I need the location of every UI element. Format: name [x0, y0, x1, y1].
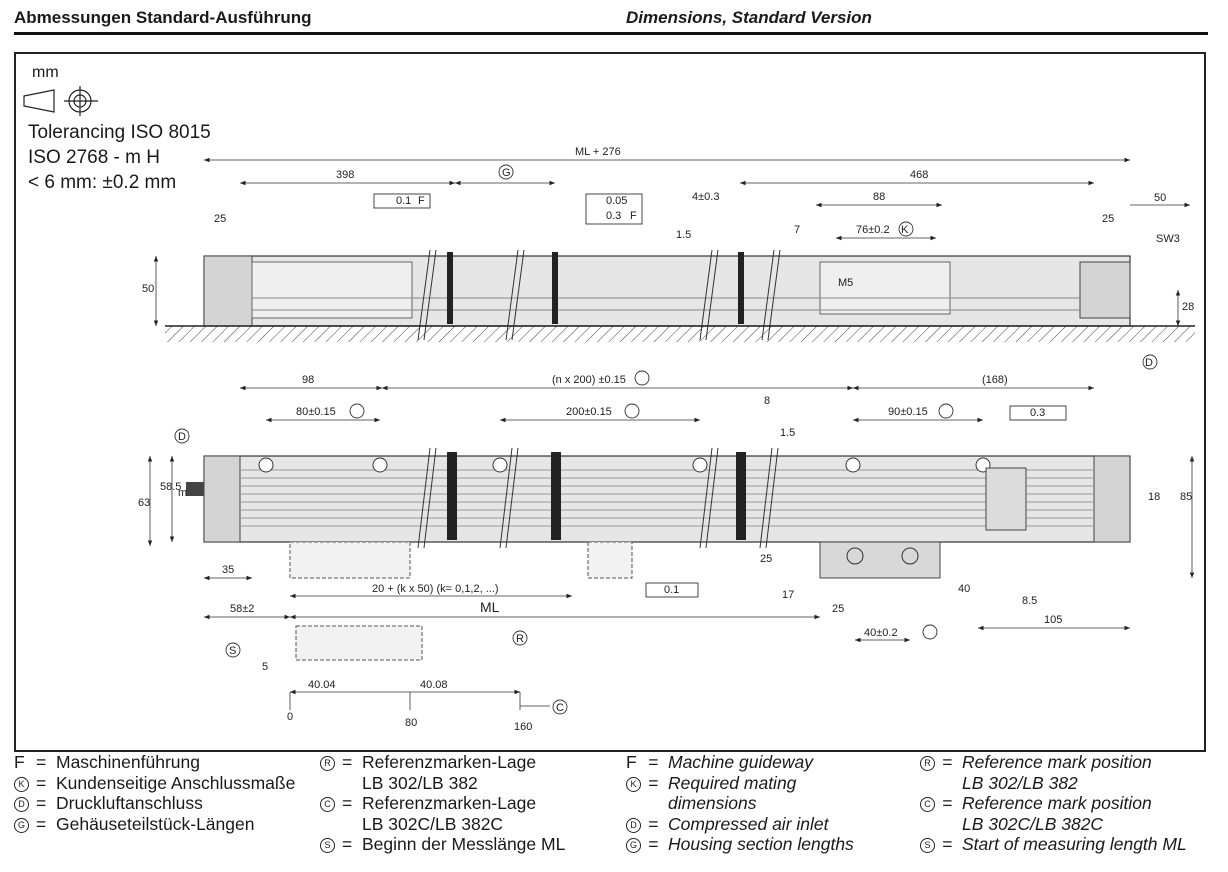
dim-25-left: 25 — [214, 213, 226, 225]
dim-35: 35 — [222, 564, 234, 576]
tick-160: 160 — [514, 721, 532, 733]
dim-25-right: 25 — [1102, 213, 1114, 225]
dim-50-right: 50 — [1154, 192, 1166, 204]
dim-1-5-a: 1.5 — [676, 229, 691, 241]
dim-n200: (n x 200) ±0.15 — [552, 374, 626, 386]
header-rule — [14, 32, 1208, 35]
header-title-en: Dimensions, Standard Version — [626, 8, 872, 27]
projection-symbol-icon — [23, 86, 98, 116]
dim-1-5-b: 1.5 — [780, 427, 795, 439]
dim-98: 98 — [302, 374, 314, 386]
dim-40-08: 40.08 — [420, 679, 448, 691]
tick-0: 0 — [287, 711, 293, 723]
side-view — [165, 249, 1195, 342]
dim-398: 398 — [336, 169, 354, 181]
tol-parallel-0-1: 0.1 — [396, 195, 411, 207]
dim-25-c: 25 — [760, 553, 772, 565]
mounting-block-right — [819, 261, 951, 315]
end-block-right — [1079, 261, 1131, 319]
tol-f-1: F — [418, 195, 425, 207]
drawing-frame — [14, 52, 1206, 752]
dim-40-0-2: 40±0.2 — [864, 627, 898, 639]
tol-parallel-0-3-b: 0.3 — [1030, 407, 1045, 419]
dim-88: 88 — [873, 191, 885, 203]
tol-parallel-0-1-b: 0.1 — [664, 584, 679, 596]
air-inlet-nozzle — [186, 482, 204, 496]
tol-parallel-0-3: 0.3 — [606, 210, 621, 222]
ref-c: C — [556, 702, 564, 714]
dim-ml-276: ML + 276 — [575, 146, 621, 158]
legend-en-2: R=Reference mark position LB 302/LB 382 … — [920, 752, 1187, 855]
dim-63: 63 — [138, 497, 150, 509]
dim-80: 80±0.15 — [296, 406, 336, 418]
tick-80: 80 — [405, 717, 417, 729]
housing-section-mark — [552, 252, 558, 324]
legend-de-2: R=Referenzmarken-Lage LB 302/LB 382 C=Re… — [320, 752, 565, 855]
housing-section-mark — [447, 252, 453, 324]
legend-en-1: F=Machine guideway K=Required mating dim… — [626, 752, 854, 854]
m-label: m — [178, 487, 187, 499]
unit-label: mm — [32, 64, 59, 81]
dim-58-5: 58.5 — [160, 481, 181, 493]
dim-5: 5 — [262, 661, 268, 673]
dim-200: 200±0.15 — [566, 406, 612, 418]
dim-90: 90±0.15 — [888, 406, 928, 418]
dim-20k: 20 + (k x 50) (k= 0,1,2, ...) — [372, 583, 499, 595]
dim-40: 40 — [958, 583, 970, 595]
dim-8: 8 — [764, 395, 770, 407]
tolerance-line-3: < 6 mm: ±0.2 mm — [28, 172, 177, 193]
machine-base-hatch — [165, 326, 1195, 342]
end-block-left — [203, 255, 253, 327]
dim-58: 58±2 — [230, 603, 254, 615]
m5-label: M5 — [838, 277, 853, 289]
air-inlet-plate — [985, 467, 1027, 531]
dim-8-5: 8.5 — [1022, 595, 1037, 607]
dim-4: 4±0.3 — [692, 191, 719, 203]
dim-ml: ML — [480, 599, 500, 615]
dim-168: (168) — [982, 374, 1008, 386]
dim-76: 76±0.2 — [856, 224, 890, 236]
ref-d-1: D — [1145, 357, 1153, 369]
tol-flatness: 0.05 — [606, 195, 627, 207]
front-view — [186, 447, 1131, 661]
legend-de-1: F=Maschinenführung K=Kundenseitige Ansch… — [14, 752, 296, 834]
tol-f-2: F — [630, 210, 637, 222]
dim-18: 18 — [1148, 491, 1160, 503]
ref-s: S — [229, 645, 236, 657]
tolerance-line-2: ISO 2768 - m H — [28, 147, 160, 168]
dim-85: 85 — [1180, 491, 1192, 503]
dim-50-left: 50 — [142, 283, 154, 295]
ref-g: G — [502, 167, 511, 179]
dim-25-d: 25 — [832, 603, 844, 615]
dim-468: 468 — [910, 169, 928, 181]
ref-d-2: D — [178, 431, 186, 443]
tolerance-line-1: Tolerancing ISO 8015 — [28, 122, 211, 143]
dim-28: 28 — [1182, 301, 1194, 313]
ref-k-1: K — [901, 224, 909, 236]
housing-section-mark — [738, 252, 744, 324]
sw3-label: SW3 — [1156, 233, 1180, 245]
mounting-block-left — [251, 261, 413, 319]
dim-40-04: 40.04 — [308, 679, 336, 691]
header-title-de: Abmessungen Standard-Ausführung — [14, 8, 312, 27]
dim-17: 17 — [782, 589, 794, 601]
dim-105: 105 — [1044, 614, 1062, 626]
ref-r: R — [516, 633, 524, 645]
dim-7: 7 — [794, 224, 800, 236]
